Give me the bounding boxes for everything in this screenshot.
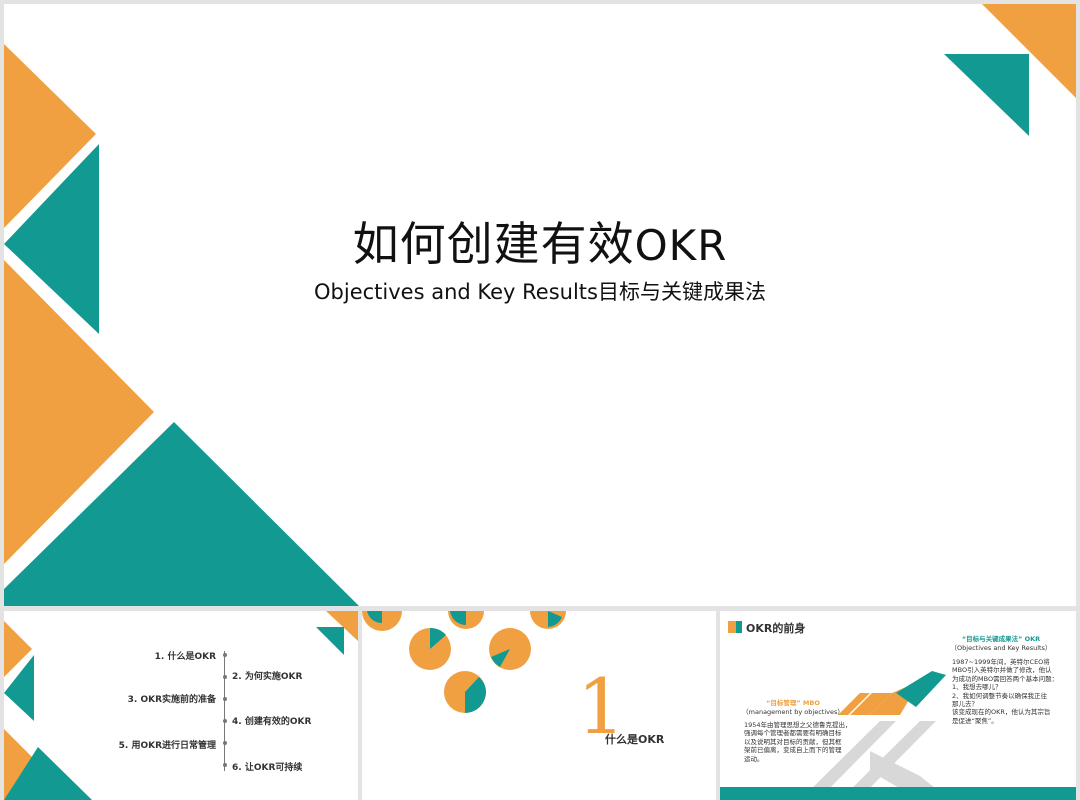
teal-triangle-top-right	[944, 54, 1029, 136]
thumb-decoration	[4, 611, 358, 800]
timeline-dot	[222, 741, 227, 745]
section-label: 什么是OKR	[605, 733, 665, 746]
okr-line: 1、我想去哪儿？	[952, 683, 1002, 692]
okr-title-en: （Objectives and Key Results）	[950, 644, 1052, 652]
mbo-description: 1954年由管理思想之父德鲁克提出， 强调每个管理者都需要有明确目标 以及说明其…	[744, 721, 872, 763]
thumbnail-section-1[interactable]: 1 什么是OKR	[362, 611, 716, 800]
timeline-dot	[222, 675, 227, 679]
orange-triangle-top-right	[982, 4, 1076, 98]
mbo-title: “目标管理” MBO	[766, 699, 820, 707]
agenda-item: 1. 什么是OKR	[154, 652, 216, 662]
okr-line: 为成功的MBO需回答两个基本问题：	[952, 674, 1059, 683]
mbo-line: 以及说明其对目标的贡献，但其框	[744, 737, 842, 746]
timeline-dot	[222, 653, 227, 657]
timeline-line	[224, 651, 225, 771]
agenda-item: 4. 创建有效的OKR	[232, 717, 312, 727]
thumbnail-agenda[interactable]: 1. 什么是OKR 2. 为何实施OKR 3. OKR实施前的准备 4. 创建有…	[4, 611, 358, 800]
okr-line: 是促进“聚焦”。	[952, 716, 998, 725]
orange-triangle-top-left	[4, 44, 96, 228]
okr-line: 2、我如何调整节奏以确保我正往	[952, 691, 1048, 700]
okr-line: 该变成现在的OKR，他认为其宗旨	[952, 708, 1051, 717]
okr-line: MBO引入英特尔并做了修改，他认	[952, 666, 1052, 675]
section-number: 1	[577, 662, 626, 751]
mbo-line: 强调每个管理者都需要有明确目标	[744, 729, 842, 738]
slide-subtitle: Objectives and Key Results目标与关键成果法	[4, 276, 1076, 306]
slide-title: 如何创建有效OKR	[4, 208, 1076, 274]
okr-line: 那儿去？	[952, 700, 978, 709]
history-decoration	[720, 621, 1076, 800]
teal-triangle-left	[4, 144, 99, 334]
okr-title: “目标与关键成果法” OKR	[961, 635, 1041, 643]
agenda-item: 3. OKR实施前的准备	[127, 695, 216, 705]
main-slide[interactable]: 如何创建有效OKR Objectives and Key Results目标与关…	[4, 4, 1076, 606]
agenda-item: 6. 让OKR可持续	[232, 763, 303, 773]
pie-decoration	[362, 611, 566, 713]
subtitle-cn: 目标与关键成果法	[597, 280, 766, 304]
teal-triangle-bottom-left	[4, 422, 359, 606]
okr-description: 1987~1999年间，英特尔CEO将 MBO引入英特尔并做了修改，他认 为成功…	[952, 658, 1076, 725]
timeline-dot	[222, 697, 227, 701]
slide-decoration	[4, 4, 1076, 606]
mbo-title-en: （management by objectives）	[742, 708, 844, 716]
timeline-dot	[222, 719, 227, 723]
title-cn: 如何创建有效	[352, 217, 635, 271]
mbo-line: 运动。	[744, 754, 764, 763]
subtitle-en: Objectives and Key Results	[314, 280, 598, 304]
mbo-line: 1954年由管理思想之父德鲁克提出，	[744, 721, 852, 729]
agenda-item: 5. 用OKR进行日常管理	[118, 741, 216, 751]
okr-line: 1987~1999年间，英特尔CEO将	[952, 658, 1050, 666]
mbo-line: 架前已偏离，变成自上而下的管理	[744, 746, 842, 755]
thumbnail-okr-history[interactable]: OKR的前身 “目标与关键成果法” OKR （Objectives and Ke…	[720, 611, 1076, 800]
slide-heading: OKR的前身	[746, 622, 806, 635]
timeline-dot	[222, 763, 227, 767]
orange-triangle-mid-left	[4, 260, 154, 564]
agenda-item: 2. 为何实施OKR	[232, 672, 303, 682]
title-en: OKR	[634, 221, 728, 270]
